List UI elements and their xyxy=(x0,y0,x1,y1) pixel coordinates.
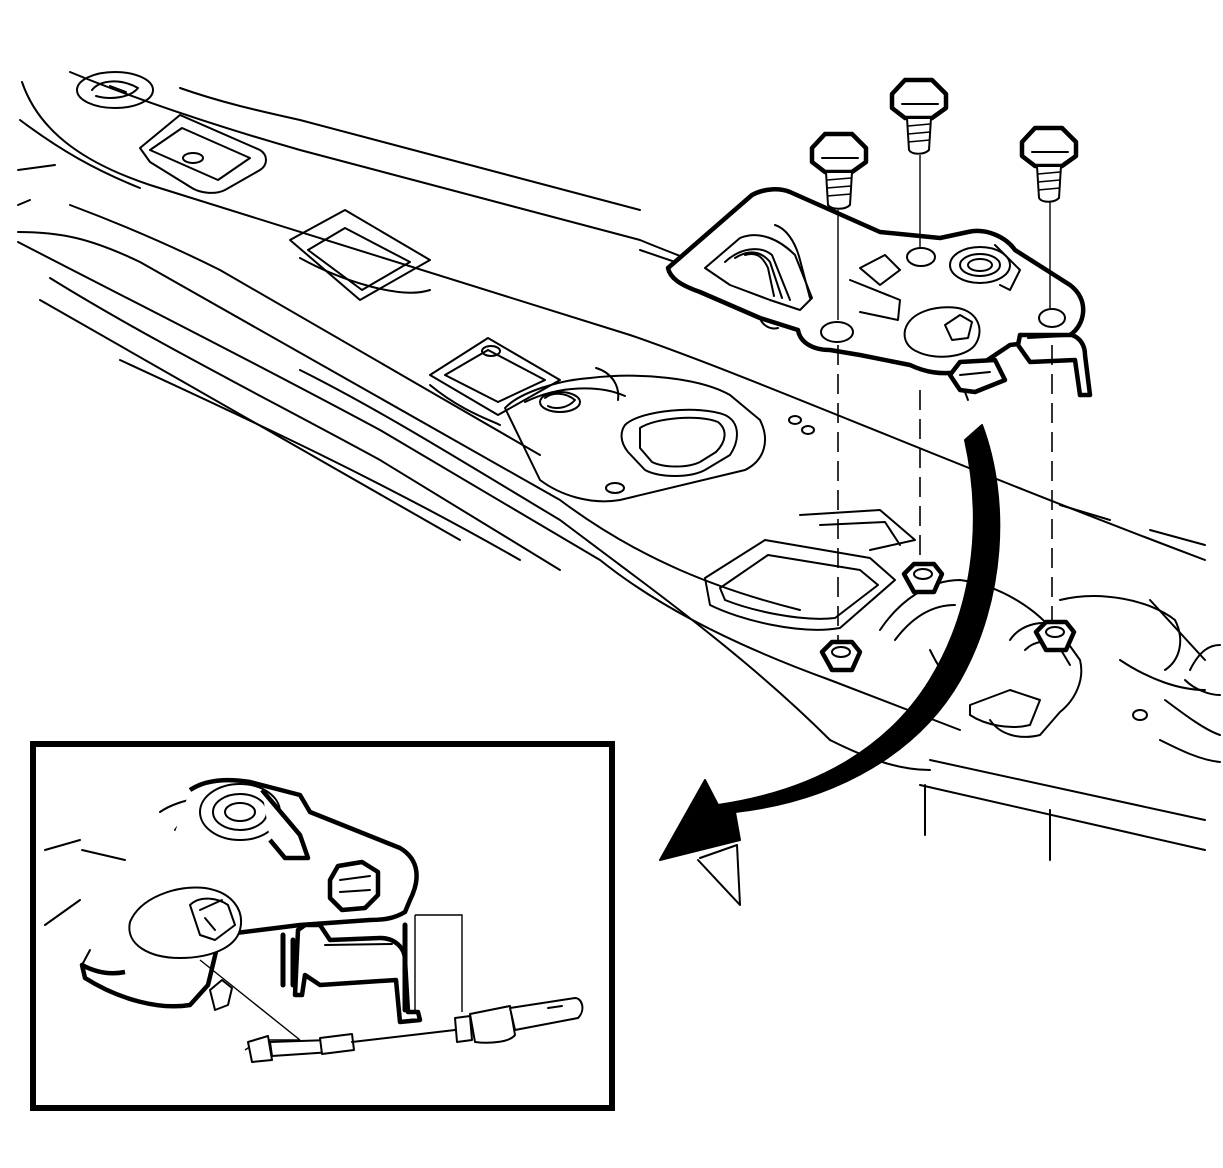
radiator-support-panel xyxy=(17,71,1221,861)
weld-nut-icon xyxy=(819,639,863,673)
release-cable-icon xyxy=(199,959,584,1063)
weld-nut-icon xyxy=(1033,619,1077,653)
latch-bolt-icon xyxy=(1019,125,1079,203)
alignment-lines xyxy=(837,155,1053,640)
hood-latch-assembly xyxy=(665,187,1093,401)
detail-inset xyxy=(30,741,615,1111)
curved-arrow-icon xyxy=(659,424,1001,906)
latch-bolt-icon xyxy=(809,131,869,210)
weld-nut-icon xyxy=(901,561,945,595)
latch-bolt-icon xyxy=(889,77,949,155)
